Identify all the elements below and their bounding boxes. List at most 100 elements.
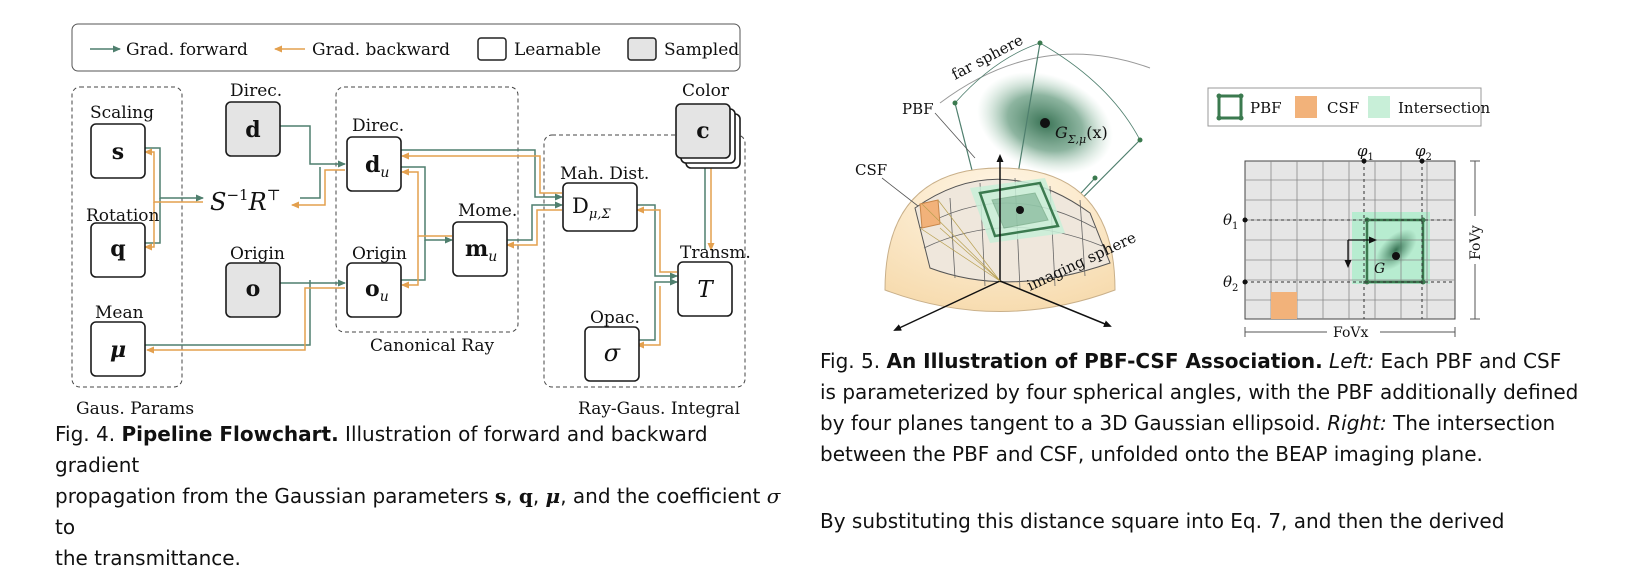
- edge-sr-to-du-forward: [300, 167, 321, 199]
- node-mome-label: Mome.: [458, 201, 517, 221]
- pbf-patch-outer: [978, 181, 1060, 238]
- phi1-label: φ1: [1357, 142, 1374, 163]
- gaussian-label: GΣ,μ(x): [1055, 123, 1108, 146]
- fovy-label: FoVy: [1468, 225, 1484, 260]
- node-D: [562, 182, 638, 232]
- symbol-q: q: [110, 236, 125, 262]
- edge-D-to-T-forward: [635, 204, 678, 280]
- legend-csf-swatch: [1295, 96, 1317, 118]
- edge-mome-to-du-backward: [401, 168, 452, 237]
- symbol-s: s: [112, 139, 124, 165]
- symbol-ou: ou: [365, 276, 389, 305]
- grid-gaussian-label: G: [1374, 261, 1385, 277]
- node-mu: [90, 321, 146, 377]
- edge-ou-to-mome-forward: [400, 240, 426, 281]
- fig4-caption-text1: Illustration of forward and backward gra…: [55, 422, 708, 477]
- edge-D-to-du-backward: [401, 152, 562, 194]
- node-ou: [346, 262, 402, 318]
- legend-backward-label: Grad. backward: [312, 40, 450, 60]
- fig4-caption-title: Pipeline Flowchart.: [121, 422, 339, 446]
- node-T: [677, 261, 733, 317]
- symbol-d: d: [245, 117, 260, 143]
- theta1-label: θ1: [1223, 211, 1238, 232]
- group-gaus-params: [71, 86, 183, 388]
- fig4-caption-text2c: to: [55, 515, 76, 539]
- edge-du-to-mome-forward: [400, 166, 453, 244]
- fig4-caption-line3: the transmittance.: [55, 546, 241, 570]
- legend-intersection-swatch: [1368, 96, 1390, 118]
- node-scaling-label: Scaling: [90, 103, 154, 123]
- edge-q-to-sr-forward: [143, 198, 161, 244]
- fig4-caption-line1: Fig. 4. Pipeline Flowchart. Illustration…: [55, 419, 785, 481]
- edge-sr-to-s-backward: [144, 148, 203, 203]
- group-ray-gaus-integral-label: Ray-Gaus. Integral: [578, 399, 740, 419]
- symbol-T: T: [697, 277, 714, 303]
- node-opac-label: Opac.: [590, 308, 640, 328]
- fovx-label: FoVx: [1333, 325, 1368, 341]
- edge-du-to-D-forward: [400, 149, 563, 201]
- fig5-caption-line1: Fig. 5. An Illustration of PBF-CSF Assoc…: [820, 346, 1630, 377]
- legend-pbf-label: PBF: [1250, 99, 1282, 117]
- node-d: [225, 101, 281, 157]
- legend-intersection-label: Intersection: [1398, 99, 1490, 117]
- symbol-sigma: σ: [604, 339, 621, 367]
- fig4-caption-sep2: ,: [532, 484, 540, 508]
- fig5-caption-line3: by four planes tangent to a 3D Gaussian …: [820, 408, 1630, 439]
- edge-sigma-to-T-forward: [635, 278, 678, 341]
- symbol-c: c: [696, 118, 709, 144]
- fig5-legend-box: [1207, 87, 1482, 127]
- fig4-caption-sigma: σ: [766, 484, 781, 508]
- edge-mu-to-ou-forward: [145, 280, 311, 346]
- grid-csf-cell: [1271, 292, 1297, 319]
- edge-s-to-sr-forward: [143, 147, 204, 202]
- node-du: [346, 136, 402, 192]
- legend-learnable-label: Learnable: [514, 40, 601, 60]
- fig4-caption-prefix: Fig. 4.: [55, 422, 116, 446]
- node-mean-label: Mean: [95, 303, 144, 323]
- edge-mome-to-ou-backward: [401, 236, 419, 289]
- node-q: [90, 222, 146, 278]
- node-transm-label: Transm.: [680, 243, 751, 263]
- fig5-caption-title: An Illustration of PBF-CSF Association.: [886, 349, 1323, 373]
- node-origin-label: Origin: [230, 244, 285, 264]
- fig4-caption: Fig. 4. Pipeline Flowchart. Illustration…: [55, 419, 785, 574]
- node-mah-dist-label: Mah. Dist.: [560, 164, 649, 184]
- edge-mome-to-D-forward: [505, 201, 563, 241]
- edge-D-to-mome-backward: [506, 209, 562, 249]
- fig5-caption-prefix: Fig. 5.: [820, 349, 881, 373]
- edge-d-to-du-forward: [280, 125, 346, 168]
- fig4-caption-q: q: [518, 484, 533, 508]
- gaussian-center-dot: [1040, 118, 1050, 128]
- pbf-center-dot: [1016, 206, 1024, 214]
- fig5-caption-text3b: The intersection: [1393, 411, 1556, 435]
- symbol-D: Dμ,Σ: [572, 194, 611, 222]
- legend-sampled-swatch: [627, 37, 657, 61]
- node-direc-label: Direc.: [230, 81, 282, 101]
- edge-ou-to-mu-backward: [146, 287, 345, 354]
- edge-T-to-sigma-backward: [636, 286, 661, 349]
- fig4-caption-mu: μ: [545, 484, 561, 508]
- group-gaus-params-label: Gaus. Params: [76, 399, 194, 419]
- edge-T-to-D-backward: [636, 206, 677, 273]
- symbol-o: o: [246, 276, 261, 302]
- node-c: [675, 103, 731, 159]
- csf-label: CSF: [855, 161, 887, 179]
- node-rotation-label: Rotation: [86, 206, 160, 226]
- theta2-label: θ2: [1223, 273, 1238, 294]
- phi2-label: φ2: [1415, 142, 1432, 163]
- grid-gaussian: [1375, 229, 1417, 271]
- fig5-caption-line2: is parameterized by four spherical angle…: [820, 380, 1579, 404]
- body-paragraph: By substituting this distance square int…: [820, 509, 1505, 533]
- node-s: [90, 123, 146, 179]
- group-canonical-ray-label: Canonical Ray: [370, 336, 495, 356]
- edge-du-to-sr-backward: [291, 169, 345, 209]
- symbol-mu: μ: [110, 337, 126, 363]
- fig5-caption-right-label: Right:: [1327, 411, 1387, 435]
- legend-forward-label: Grad. forward: [126, 40, 248, 60]
- far-sphere-arc: [939, 53, 1151, 104]
- node-origin-u-label: Origin: [352, 244, 407, 264]
- fig4-legend-box: [71, 23, 741, 72]
- fig5-caption-text3: by four planes tangent to a 3D Gaussian …: [820, 411, 1321, 435]
- legend-pbf-swatch: [1217, 94, 1243, 120]
- node-mu-m: [452, 221, 508, 277]
